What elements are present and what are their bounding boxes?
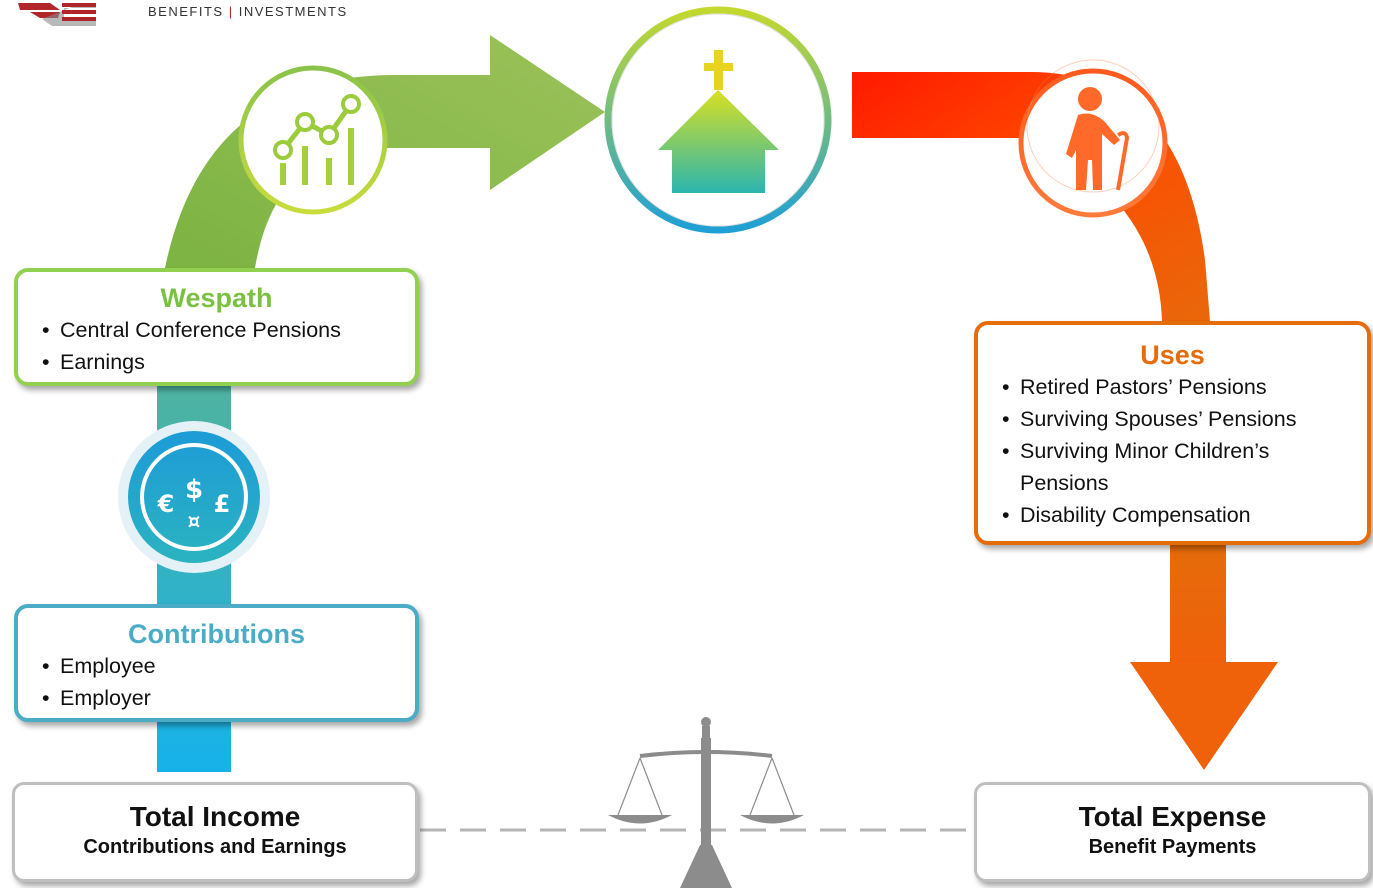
total-expense-title: Total Expense <box>1078 801 1267 832</box>
list-item: Employer <box>38 682 415 714</box>
svg-text:£: £ <box>214 490 231 518</box>
currency-icon: $ € £ ¤ <box>118 421 270 573</box>
logo-benefits: BENEFITS <box>148 4 224 19</box>
total-income-title: Total Income <box>129 801 301 832</box>
list-item: Central Conference Pensions <box>38 314 415 346</box>
svg-text:€: € <box>157 490 175 518</box>
contributions-title: Contributions <box>128 619 305 649</box>
logo-separator: | <box>228 4 234 19</box>
total-expense-box: Total Expense Benefit Payments <box>974 782 1371 882</box>
list-item-continuation: Pensions <box>1020 471 1109 495</box>
list-item: Surviving Spouses’ Pensions <box>998 403 1367 435</box>
contributions-list: Employee Employer <box>38 650 415 714</box>
uses-list: Retired Pastors’ Pensions Surviving Spou… <box>998 371 1367 531</box>
list-item: Retired Pastors’ Pensions <box>998 371 1367 403</box>
svg-text:¤: ¤ <box>188 509 201 533</box>
balance-scale-icon <box>608 717 804 888</box>
uses-title: Uses <box>1140 340 1205 370</box>
uses-box: Uses Retired Pastors’ Pensions Surviving… <box>974 321 1371 545</box>
expense-arrow <box>1130 662 1278 770</box>
elderly-person-icon <box>1018 59 1168 218</box>
list-item: Surviving Minor Children’s <box>998 435 1367 467</box>
contributions-box: Contributions Employee Employer <box>14 604 419 722</box>
church-icon <box>604 6 832 234</box>
svg-text:$: $ <box>185 475 203 505</box>
wespath-box: Wespath Central Conference Pensions Earn… <box>14 268 419 386</box>
wespath-title: Wespath <box>160 283 273 313</box>
list-item: Disability Compensation <box>998 499 1367 531</box>
total-income-subtitle: Contributions and Earnings <box>83 836 347 858</box>
wespath-list: Central Conference Pensions Earnings <box>38 314 415 378</box>
growth-arrow <box>165 35 605 268</box>
total-income-box: Total Income Contributions and Earnings <box>12 782 418 882</box>
logo-mark-icon <box>18 3 96 26</box>
logo-investments: INVESTMENTS <box>238 4 348 19</box>
logo-text: BENEFITS | INVESTMENTS <box>148 4 348 19</box>
total-expense-subtitle: Benefit Payments <box>1088 836 1257 858</box>
list-item: Employee <box>38 650 415 682</box>
growth-chart-icon <box>238 65 388 215</box>
list-item: Earnings <box>38 346 415 378</box>
expense-shaft <box>1170 540 1226 665</box>
